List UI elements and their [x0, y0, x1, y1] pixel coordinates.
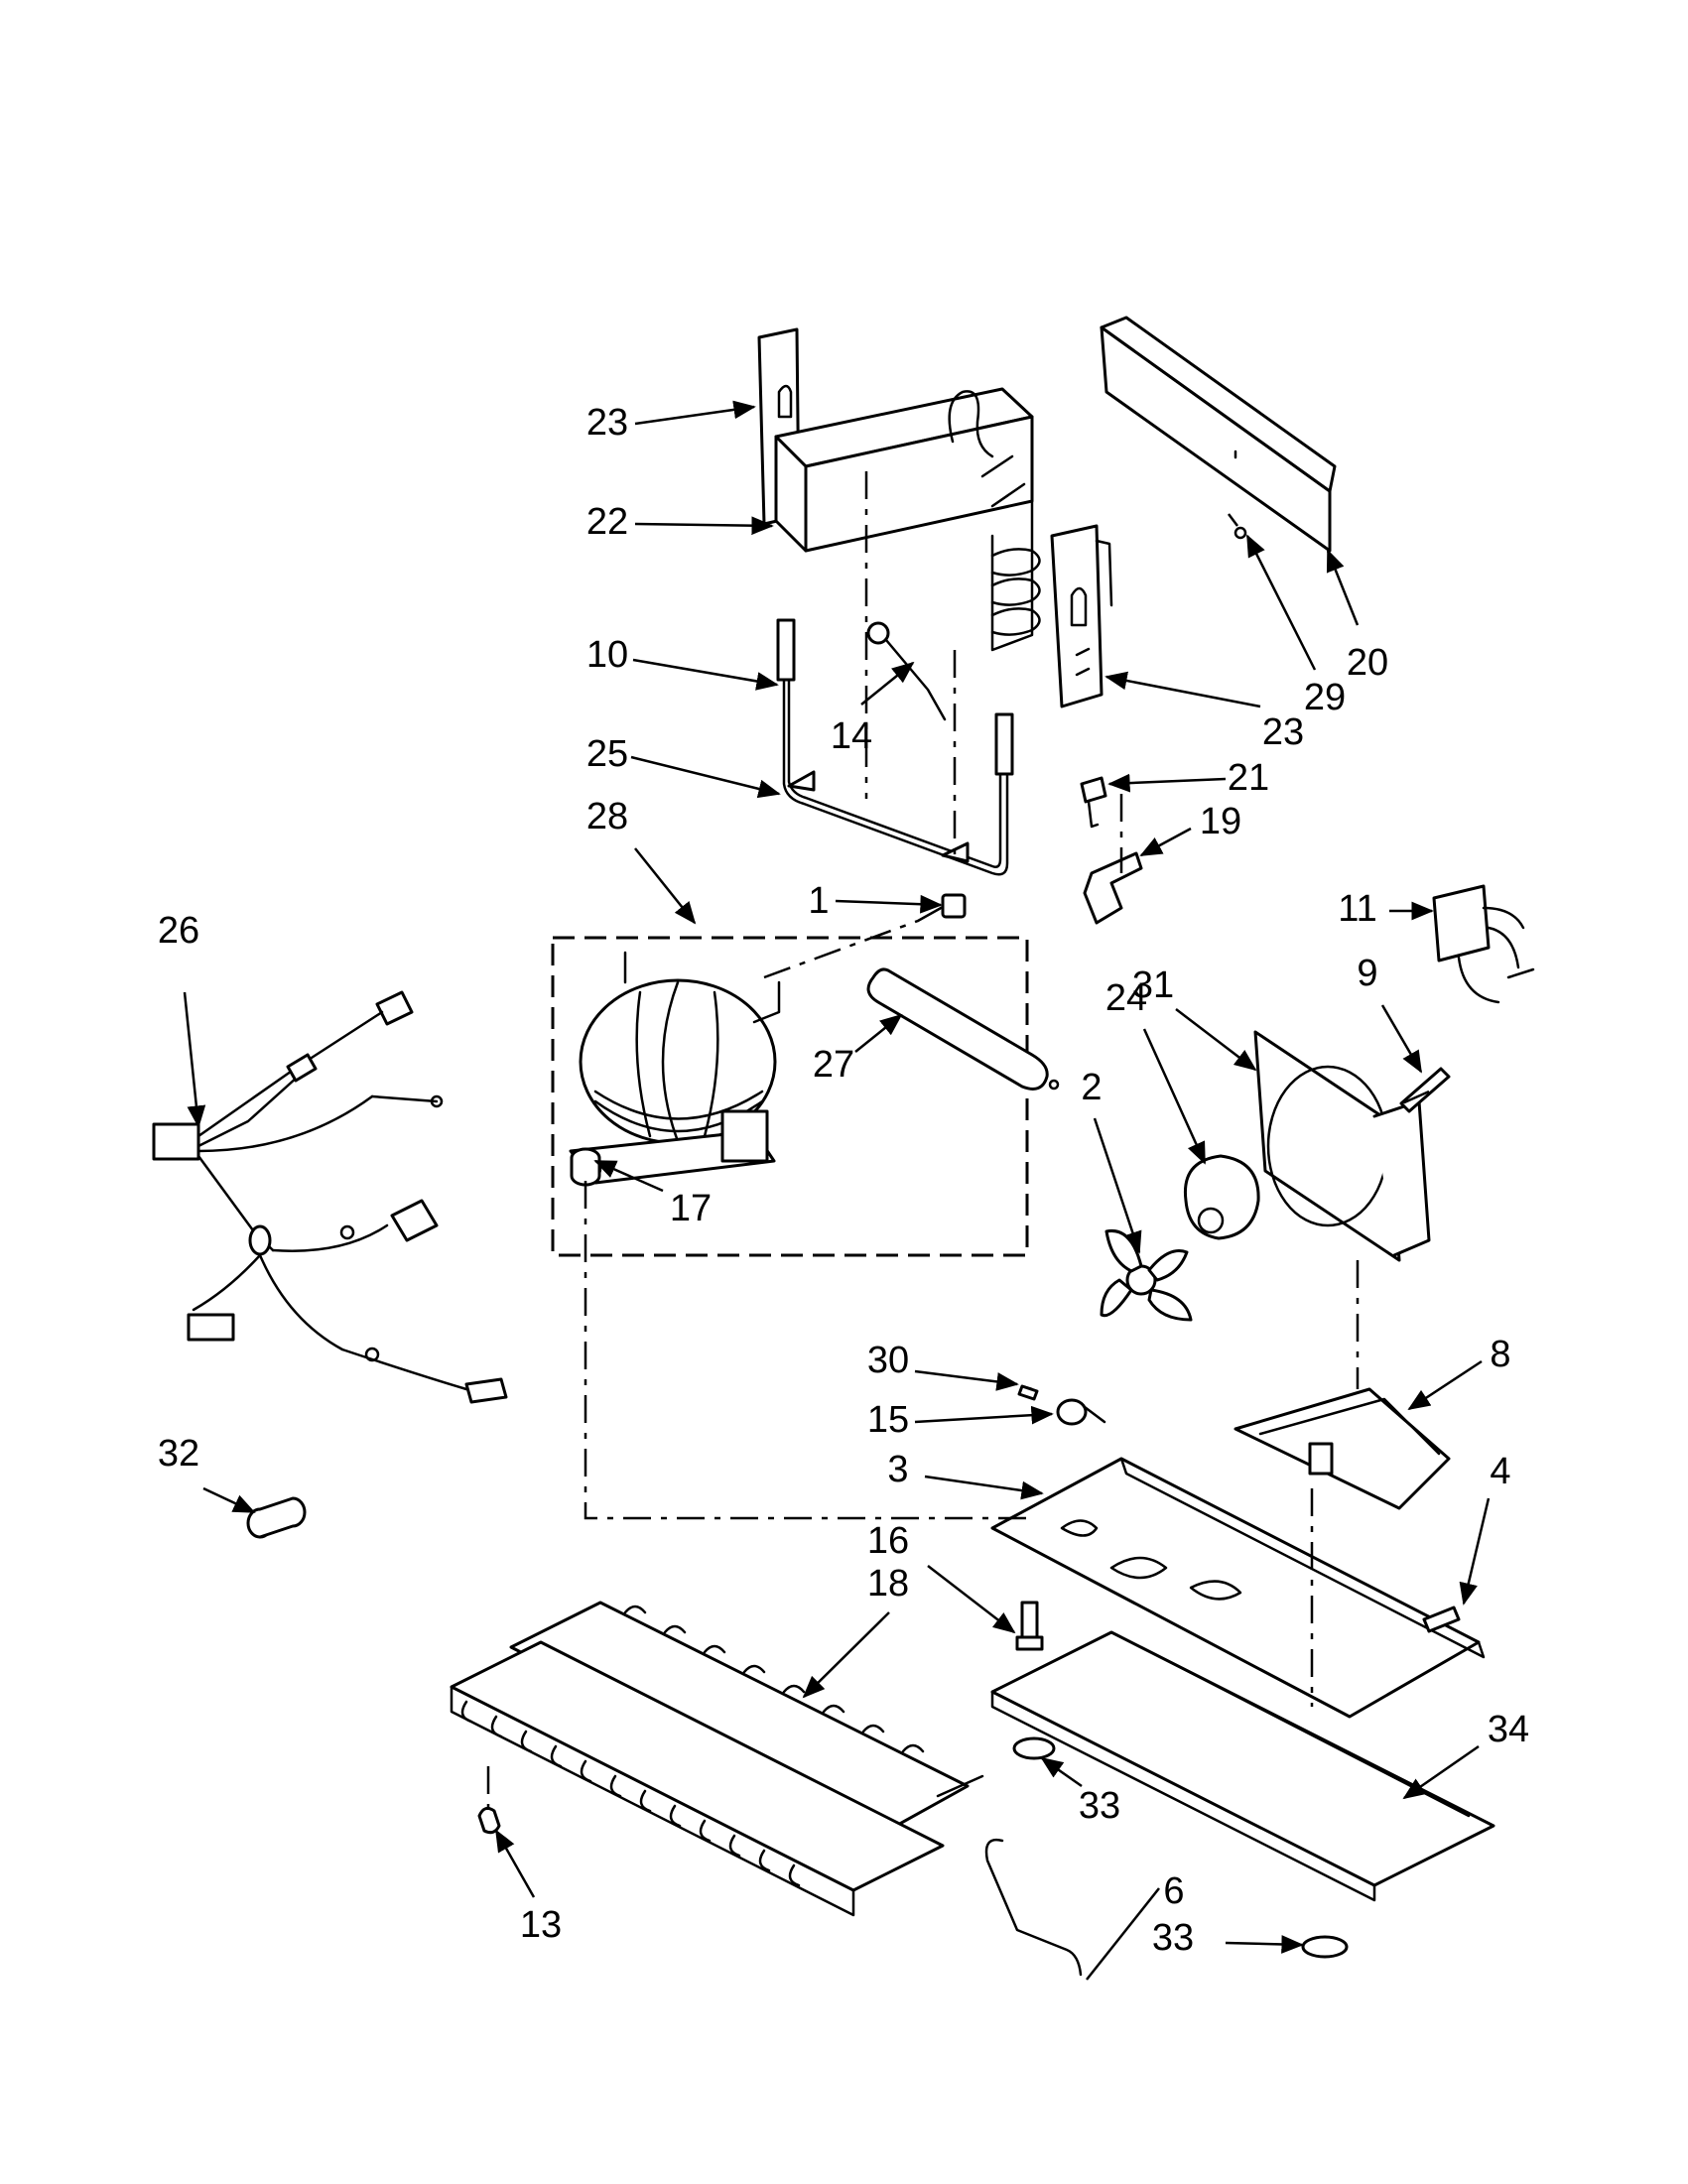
callout-26: 26 — [158, 910, 199, 952]
callout-10: 10 — [586, 634, 628, 676]
wire-harness-part — [152, 990, 508, 1404]
callout-13: 13 — [520, 1904, 562, 1946]
grommet-32-part — [246, 1496, 307, 1539]
evaporator-bracket-right-part — [1050, 524, 1113, 708]
callout-24: 24 — [1105, 977, 1147, 1019]
evaporator-cover-part — [1100, 316, 1337, 553]
fan-bracket-part — [1234, 1387, 1451, 1510]
clip-part — [477, 1806, 501, 1835]
callout-34: 34 — [1488, 1709, 1529, 1750]
foot-part-a — [1012, 1736, 1056, 1760]
assembly-lines — [486, 471, 1430, 1816]
screw-9-part — [1399, 1067, 1451, 1113]
callout-19: 19 — [1200, 801, 1241, 842]
callout-22: 22 — [586, 501, 628, 543]
callout-30: 30 — [867, 1340, 909, 1381]
defrost-thermostat-part — [866, 621, 947, 721]
plug-part — [1017, 1384, 1039, 1401]
leader-lines — [183, 400, 1491, 1981]
fan-shroud-part — [1253, 1030, 1431, 1262]
evaporator-part — [757, 327, 1041, 652]
callout-29: 29 — [1304, 677, 1346, 718]
drain-pan-part — [990, 1630, 1495, 1902]
callout-33-lower: 33 — [1152, 1917, 1194, 1959]
compressor-assembly-part — [551, 936, 1029, 1257]
foot-part-b — [1301, 1935, 1349, 1959]
callout-4: 4 — [1490, 1451, 1510, 1492]
callout-20: 20 — [1347, 642, 1388, 684]
bushing-part — [1056, 1398, 1106, 1426]
callout-33-upper: 33 — [1079, 1785, 1120, 1827]
callout-11: 11 — [1338, 888, 1376, 930]
condenser-part — [450, 1601, 984, 1917]
callout-17: 17 — [670, 1188, 712, 1229]
callout-3: 3 — [887, 1449, 908, 1490]
fan-blade-part — [1100, 1228, 1193, 1322]
drier-part — [866, 967, 1060, 1091]
grommet-part — [570, 1147, 601, 1187]
callout-9: 9 — [1357, 953, 1377, 994]
base-plate-part — [990, 1457, 1486, 1719]
fan-motor-part — [1183, 1154, 1260, 1240]
callout-21: 21 — [1228, 757, 1269, 799]
callout-18: 18 — [867, 1563, 909, 1605]
callout-6: 6 — [1163, 1870, 1184, 1912]
callout-15: 15 — [867, 1399, 909, 1441]
screw-4-part — [1422, 1606, 1461, 1633]
screw-part — [916, 893, 967, 923]
callout-32: 32 — [158, 1433, 199, 1475]
control-module-part — [1432, 884, 1535, 1004]
callout-16: 16 — [867, 1520, 909, 1562]
callout-23-top: 23 — [586, 402, 628, 444]
callout-25: 25 — [586, 733, 628, 775]
callout-31: 31 — [1132, 964, 1174, 1006]
screw-21-part — [1080, 776, 1107, 829]
callout-labels: 23 22 10 14 25 28 1 27 17 26 32 20 29 23… — [158, 402, 1529, 1959]
screw-16-part — [1015, 1601, 1044, 1651]
bracket-19-part — [1083, 851, 1143, 925]
defrost-heater-part — [776, 618, 1014, 876]
drain-tube-part — [984, 1838, 1083, 1977]
callout-23-right: 23 — [1262, 711, 1304, 753]
callout-8: 8 — [1490, 1334, 1510, 1375]
callout-14: 14 — [831, 715, 872, 757]
callout-28: 28 — [586, 796, 628, 837]
callout-1: 1 — [808, 880, 829, 922]
callout-2: 2 — [1081, 1067, 1102, 1108]
callout-27: 27 — [813, 1044, 854, 1086]
